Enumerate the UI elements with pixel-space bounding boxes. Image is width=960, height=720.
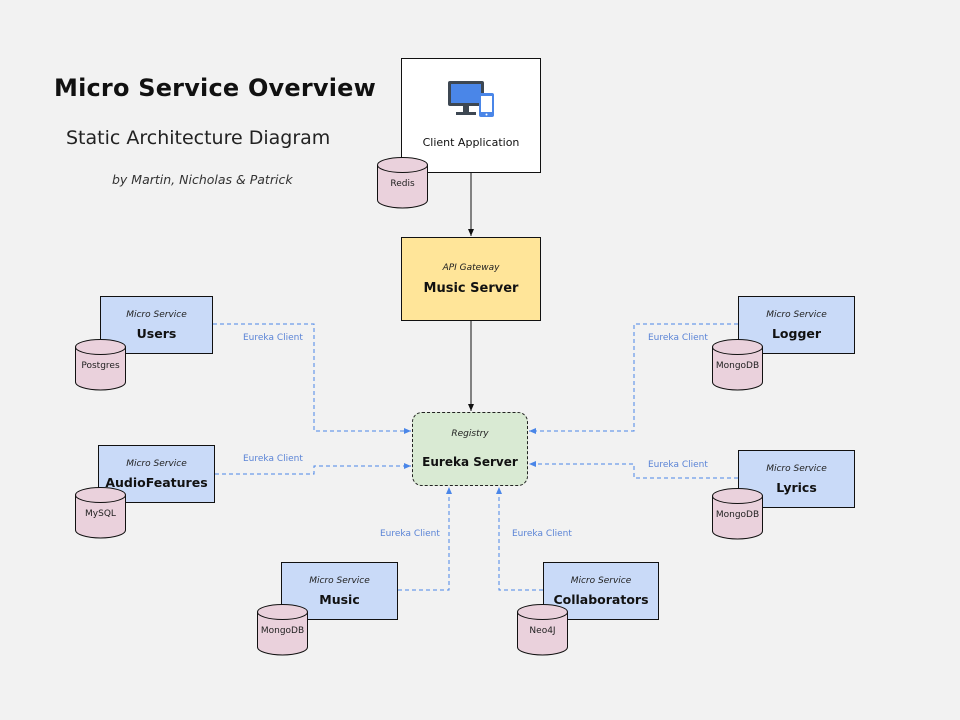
service-name-label: Users (136, 325, 177, 341)
authors-line: by Martin, Nicholas & Patrick (112, 172, 293, 187)
service-name-label: Lyrics (776, 479, 817, 495)
service-name-label: Collaborators (553, 591, 649, 607)
service-name-label: AudioFeatures (105, 474, 208, 490)
page-title: Micro Service Overview (54, 74, 377, 102)
service-kind-label: Micro Service (766, 309, 827, 320)
lyrics-service-node: Micro Service Lyrics (738, 450, 855, 508)
users-service-node: Micro Service Users (100, 296, 213, 354)
database-label: Neo4J (529, 626, 556, 636)
music-edge-label: Eureka Client (380, 529, 440, 539)
collaborators-service-node: Micro Service Collaborators (543, 562, 659, 620)
collab-eureka-link (496, 487, 543, 591)
audio-edge-label: Eureka Client (243, 454, 303, 464)
service-name-label: Music (319, 591, 360, 607)
users-eureka-link (213, 323, 411, 434)
database-label: MongoDB (715, 510, 760, 520)
api-gateway-node: API Gateway Music Server (401, 237, 541, 321)
audio-eureka-link (215, 463, 411, 475)
desktop-and-phone-icon (446, 79, 496, 119)
database-label: Redis (390, 179, 415, 189)
lyrics-eureka-link (529, 461, 738, 479)
service-kind-label: Micro Service (126, 458, 187, 469)
database-label: Postgres (81, 361, 120, 371)
users-edge-label: Eureka Client (243, 333, 303, 343)
database-label: MongoDB (715, 361, 760, 371)
mysql-database: MySQL (75, 487, 126, 539)
lyrics-edge-label: Eureka Client (648, 460, 708, 470)
logger-mongodb-database: MongoDB (712, 339, 763, 391)
music-eureka-link (398, 487, 452, 591)
registry-kind-label: Registry (451, 429, 489, 439)
collab-edge-label: Eureka Client (512, 529, 572, 539)
registry-node: Registry Eureka Server (412, 412, 528, 486)
registry-name-label: Eureka Server (422, 455, 518, 469)
logger-edge-label: Eureka Client (648, 333, 708, 343)
gateway-kind-label: API Gateway (442, 262, 500, 273)
audiofeatures-service-node: Micro Service AudioFeatures (98, 445, 215, 503)
service-name-label: Logger (771, 325, 822, 341)
service-kind-label: Micro Service (570, 575, 632, 586)
logger-service-node: Micro Service Logger (738, 296, 855, 354)
postgres-database: Postgres (75, 339, 126, 391)
page-subtitle: Static Architecture Diagram (66, 127, 331, 149)
service-kind-label: Micro Service (126, 309, 187, 320)
service-kind-label: Micro Service (766, 463, 827, 474)
music-mongodb-database: MongoDB (257, 604, 308, 656)
logger-eureka-link (529, 323, 738, 434)
redis-database: Redis (377, 157, 428, 209)
service-kind-label: Micro Service (309, 575, 370, 586)
gateway-name-label: Music Server (423, 280, 519, 296)
lyrics-mongodb-database: MongoDB (712, 488, 763, 540)
neo4j-database: Neo4J (517, 604, 568, 656)
database-label: MongoDB (260, 626, 305, 636)
client-application-node: Client Application (401, 58, 541, 173)
database-label: MySQL (85, 509, 116, 519)
client-application-label: Client Application (422, 136, 520, 149)
